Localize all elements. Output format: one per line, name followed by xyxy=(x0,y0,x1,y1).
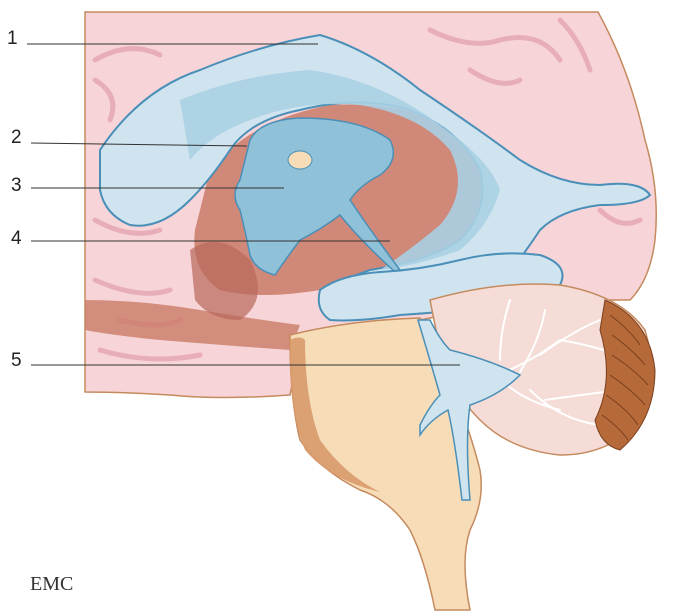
interthalamic-adhesion xyxy=(288,151,312,169)
callout-5: 5 xyxy=(11,350,22,371)
callout-3: 3 xyxy=(11,175,22,196)
callout-2: 2 xyxy=(11,127,22,148)
emc-watermark: EMC xyxy=(30,573,73,595)
callout-1: 1 xyxy=(7,28,18,49)
callout-4: 4 xyxy=(11,228,22,249)
